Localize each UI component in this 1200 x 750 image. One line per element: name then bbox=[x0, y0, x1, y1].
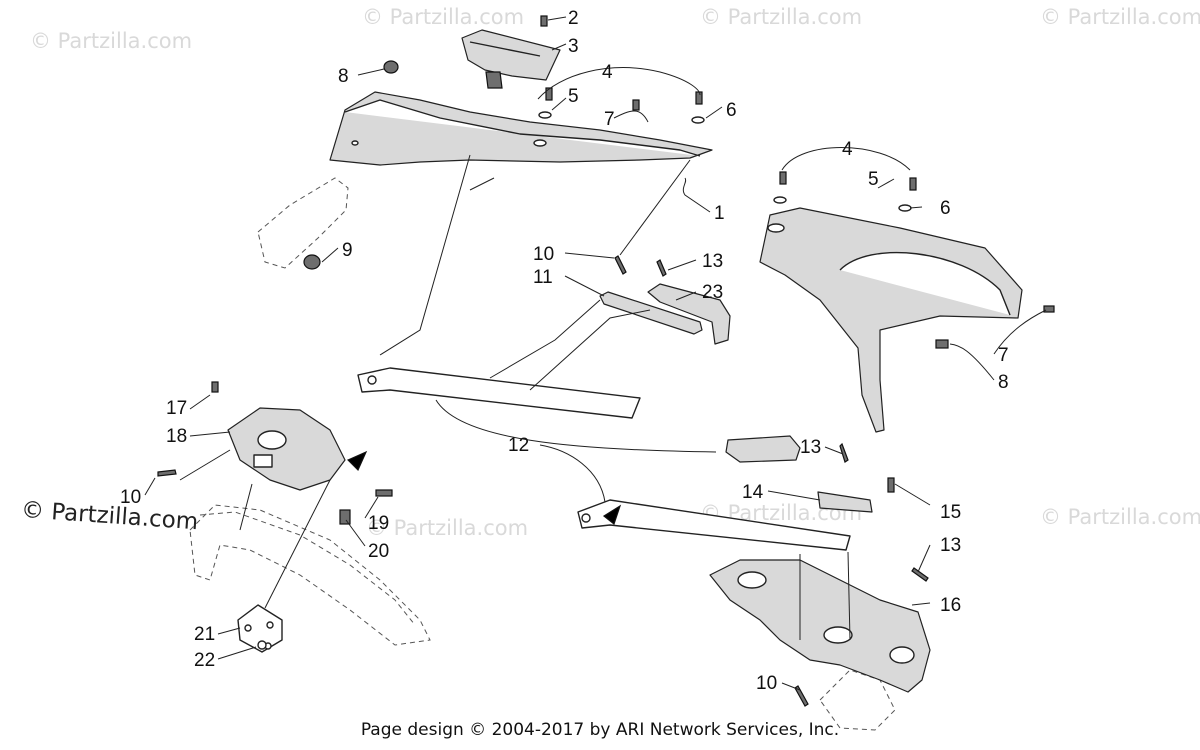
callout-12: 12 bbox=[508, 435, 529, 456]
bracket-plate-14b bbox=[817, 491, 873, 513]
callout-7-top: 7 bbox=[604, 109, 615, 130]
callout-1: 1 bbox=[714, 203, 725, 224]
callout-17: 17 bbox=[166, 398, 187, 419]
mounting-bracket-16 bbox=[709, 559, 931, 693]
callout-7-right: 7 bbox=[998, 345, 1009, 366]
callout-9: 9 bbox=[342, 240, 353, 261]
screw-2-part bbox=[540, 15, 548, 27]
callout-6-top: 6 bbox=[726, 100, 737, 121]
callout-13-top: 13 bbox=[702, 251, 723, 272]
leader-lines bbox=[144, 16, 1047, 691]
callout-4-top: 4 bbox=[602, 62, 613, 83]
callout-18: 18 bbox=[166, 426, 187, 447]
frame-outline-left bbox=[189, 177, 431, 646]
watermark-right: © Partzilla.com bbox=[1040, 505, 1200, 529]
watermark-middle: © Partzilla.com bbox=[366, 516, 528, 540]
callout-20: 20 bbox=[368, 541, 389, 562]
callout-6-right: 6 bbox=[940, 198, 951, 219]
nut-9-part bbox=[303, 254, 321, 270]
callout-labels: 2 3 4 5 6 7 8 9 1 4 5 6 10 11 13 23 7 8 … bbox=[120, 8, 1009, 694]
mount-bracket-18 bbox=[227, 407, 346, 491]
callout-8-top: 8 bbox=[338, 66, 349, 87]
reference-arrows bbox=[346, 450, 622, 526]
callout-16: 16 bbox=[940, 595, 961, 616]
headlight-housing bbox=[461, 29, 561, 89]
bracket-strip-11 bbox=[599, 291, 703, 335]
callout-8-right: 8 bbox=[998, 372, 1009, 393]
bracket-strip-23 bbox=[647, 283, 731, 345]
callout-3: 3 bbox=[568, 36, 579, 57]
crossmember-rail bbox=[357, 367, 641, 419]
callout-13-right: 13 bbox=[940, 535, 961, 556]
callout-10-bottom: 10 bbox=[756, 673, 777, 694]
callout-11: 11 bbox=[533, 267, 553, 288]
bracket-14 bbox=[725, 435, 801, 463]
callout-23: 23 bbox=[702, 282, 723, 303]
callout-14: 14 bbox=[742, 482, 764, 503]
callout-15: 15 bbox=[940, 502, 961, 523]
lower-rail bbox=[577, 499, 851, 551]
upper-cover-panel bbox=[329, 91, 713, 166]
watermark-top-far-right: © Partzilla.com bbox=[1040, 5, 1200, 29]
callout-5-right: 5 bbox=[868, 169, 879, 190]
callout-19: 19 bbox=[368, 513, 389, 534]
callout-13-middle: 13 bbox=[800, 437, 821, 458]
side-cover-panel bbox=[759, 207, 1023, 433]
callout-4-right: 4 bbox=[842, 139, 853, 160]
watermark-top-right: © Partzilla.com bbox=[700, 5, 862, 29]
fasteners bbox=[157, 15, 1055, 707]
watermark-top-center: © Partzilla.com bbox=[362, 5, 524, 29]
callout-2: 2 bbox=[568, 8, 579, 29]
callout-10-top: 10 bbox=[533, 244, 554, 265]
bolt-8-part bbox=[383, 60, 399, 74]
plate-21 bbox=[237, 604, 283, 653]
callout-10-left: 10 bbox=[120, 487, 141, 508]
callout-22: 22 bbox=[194, 650, 215, 671]
callout-5-top: 5 bbox=[568, 86, 579, 107]
page-footer: Page design © 2004-2017 by ARI Network S… bbox=[360, 720, 840, 740]
watermarks: © Partzilla.com © Partzilla.com © Partzi… bbox=[30, 5, 1200, 540]
callout-21: 21 bbox=[194, 624, 215, 645]
watermark-top-left: © Partzilla.com bbox=[30, 29, 192, 53]
